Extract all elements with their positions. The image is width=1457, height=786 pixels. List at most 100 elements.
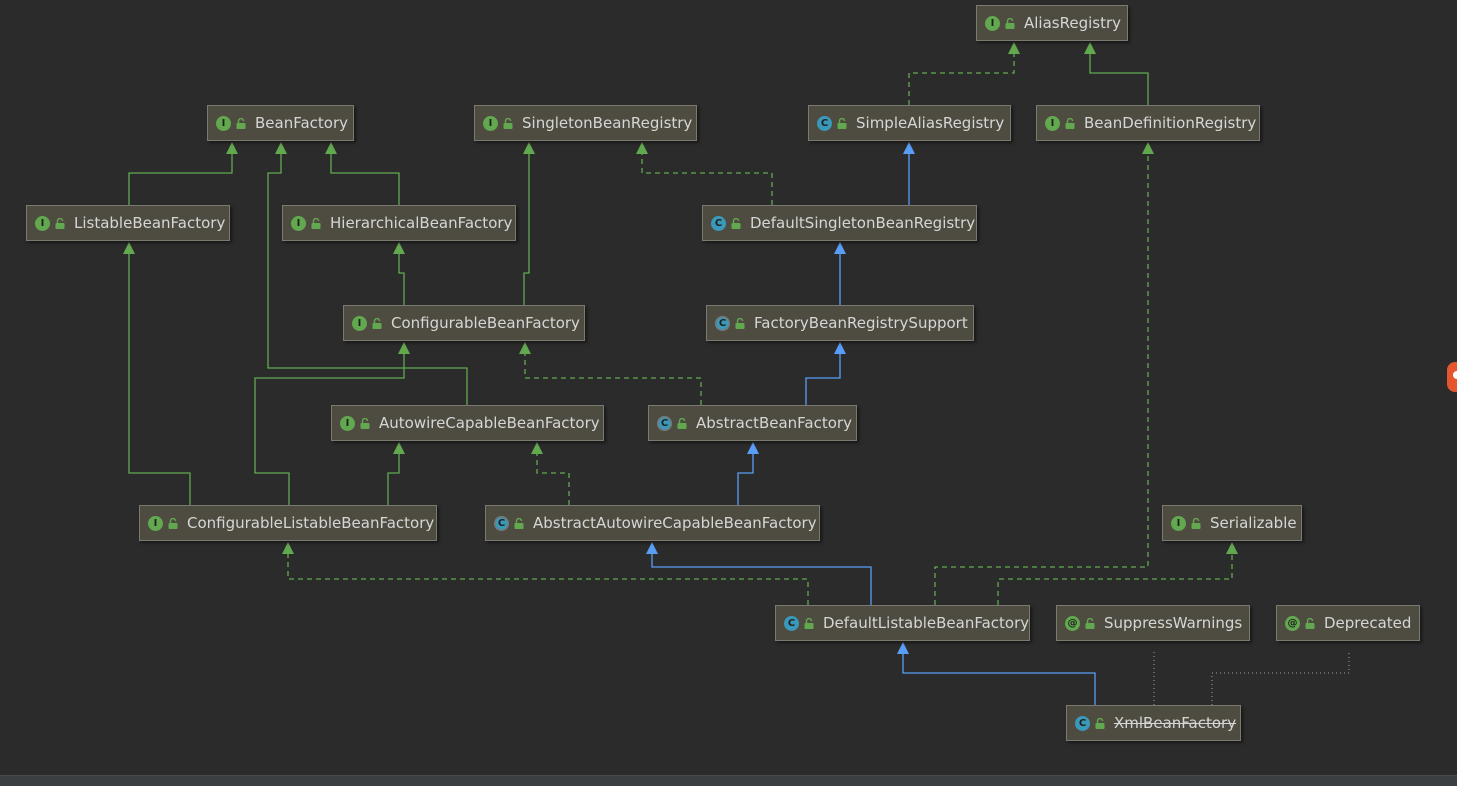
arrowhead-singleton-bean-registry (636, 142, 648, 154)
unlocked-padlock-icon (804, 617, 814, 629)
notification-badge-icon[interactable] (1447, 362, 1457, 392)
node-label: HierarchicalBeanFactory (330, 214, 513, 232)
node-label: Deprecated (1324, 614, 1412, 632)
abstract-kind-icon: C (494, 515, 509, 531)
node-configurable-bean-factory[interactable]: I ConfigurableBeanFactory (343, 305, 585, 341)
node-label: SimpleAliasRegistry (856, 114, 1005, 132)
node-hierarchical-bean-factory[interactable]: I HierarchicalBeanFactory (282, 205, 516, 241)
class-kind-icon: C (817, 115, 832, 131)
interface-kind-icon: I (340, 415, 355, 431)
arrowhead-configurable-listable-bean-factory (282, 542, 294, 554)
node-label: SingletonBeanRegistry (522, 114, 693, 132)
node-label: Serializable (1210, 514, 1297, 532)
unlocked-padlock-icon (1005, 17, 1015, 29)
annotation-kind-icon: @ (1065, 615, 1080, 631)
edge-simple-alias-registry-to-alias-registry (908, 52, 1015, 105)
unlocked-padlock-icon (1305, 617, 1315, 629)
edge-xml-bean-factory-to-deprecated (1211, 652, 1350, 705)
unlocked-padlock-icon (503, 117, 513, 129)
node-label: DefaultListableBeanFactory (823, 614, 1030, 632)
abstract-kind-icon: C (715, 315, 730, 331)
arrowhead-configurable-bean-factory (398, 342, 410, 354)
node-label: BeanFactory (255, 114, 349, 132)
arrowhead-bean-definition-registry (1142, 142, 1154, 154)
node-autowire-capable-bean-factory[interactable]: I AutowireCapableBeanFactory (331, 405, 604, 441)
interface-kind-icon: I (148, 515, 163, 531)
edge-abstract-bean-factory-to-factory-bean-registry-support (805, 352, 841, 405)
arrowhead-alias-registry (1084, 42, 1096, 54)
node-abstract-bean-factory[interactable]: C AbstractBeanFactory (648, 405, 857, 441)
node-simple-alias-registry[interactable]: C SimpleAliasRegistry (808, 105, 1011, 141)
arrowhead-default-singleton-bean-registry (834, 242, 846, 254)
interface-kind-icon: I (291, 215, 306, 231)
interface-kind-icon: I (985, 15, 1000, 31)
interface-kind-icon: I (483, 115, 498, 131)
unlocked-padlock-icon (1065, 117, 1075, 129)
edge-abstract-autowire-capable-bean-factory-to-autowire-capable-bean-factory (536, 452, 570, 505)
node-xml-bean-factory[interactable]: C XmlBeanFactory (1066, 705, 1241, 741)
arrowhead-default-listable-bean-factory (897, 642, 909, 654)
edge-bean-definition-registry-to-alias-registry (1089, 52, 1149, 105)
edge-configurable-bean-factory-to-hierarchical-bean-factory (398, 252, 405, 305)
edge-default-listable-bean-factory-to-serializable (997, 552, 1233, 605)
arrowhead-listable-bean-factory (123, 242, 135, 254)
node-bean-factory[interactable]: I BeanFactory (207, 105, 354, 141)
edge-configurable-listable-bean-factory-to-autowire-capable-bean-factory (387, 452, 400, 505)
node-label: DefaultSingletonBeanRegistry (750, 214, 976, 232)
annotation-kind-icon: @ (1285, 615, 1300, 631)
edge-abstract-autowire-capable-bean-factory-to-abstract-bean-factory (737, 452, 754, 505)
unlocked-padlock-icon (735, 317, 745, 329)
arrowhead-singleton-bean-registry (523, 142, 535, 154)
unlocked-padlock-icon (677, 417, 687, 429)
node-bean-definition-registry[interactable]: I BeanDefinitionRegistry (1036, 105, 1260, 141)
node-factory-bean-registry-support[interactable]: C FactoryBeanRegistrySupport (706, 305, 974, 341)
unlocked-padlock-icon (514, 517, 524, 529)
node-label: AbstractAutowireCapableBeanFactory (533, 514, 817, 532)
unlocked-padlock-icon (168, 517, 178, 529)
unlocked-padlock-icon (1191, 517, 1201, 529)
class-kind-icon: C (784, 615, 799, 631)
interface-kind-icon: I (352, 315, 367, 331)
edge-default-listable-bean-factory-to-configurable-listable-bean-factory (287, 552, 809, 605)
arrowhead-bean-factory (275, 142, 287, 154)
edge-configurable-bean-factory-to-singleton-bean-registry (523, 152, 530, 305)
interface-kind-icon: I (216, 115, 231, 131)
unlocked-padlock-icon (236, 117, 246, 129)
node-configurable-listable-bean-factory[interactable]: I ConfigurableListableBeanFactory (139, 505, 437, 541)
unlocked-padlock-icon (55, 217, 65, 229)
node-label: AutowireCapableBeanFactory (379, 414, 600, 432)
node-singleton-bean-registry[interactable]: I SingletonBeanRegistry (474, 105, 697, 141)
arrowhead-factory-bean-registry-support (834, 342, 846, 354)
node-label: ConfigurableBeanFactory (391, 314, 580, 332)
arrowhead-autowire-capable-bean-factory (393, 442, 405, 454)
edge-autowire-capable-bean-factory-to-bean-factory (267, 152, 468, 405)
abstract-kind-icon: C (657, 415, 672, 431)
status-bar (0, 775, 1457, 786)
node-deprecated[interactable]: @ Deprecated (1276, 605, 1420, 641)
node-label: XmlBeanFactory (1114, 714, 1237, 732)
arrowhead-abstract-autowire-capable-bean-factory (646, 542, 658, 554)
node-label: BeanDefinitionRegistry (1084, 114, 1257, 132)
node-label: AbstractBeanFactory (696, 414, 852, 432)
class-kind-icon: C (1075, 715, 1090, 731)
unlocked-padlock-icon (731, 217, 741, 229)
node-label: ConfigurableListableBeanFactory (187, 514, 435, 532)
arrowhead-bean-factory (226, 142, 238, 154)
unlocked-padlock-icon (311, 217, 321, 229)
interface-kind-icon: I (1045, 115, 1060, 131)
arrowhead-serializable (1226, 542, 1238, 554)
arrowhead-alias-registry (1008, 42, 1020, 54)
node-label: FactoryBeanRegistrySupport (754, 314, 968, 332)
node-abstract-autowire-capable-bean-factory[interactable]: C AbstractAutowireCapableBeanFactory (485, 505, 820, 541)
unlocked-padlock-icon (1095, 717, 1105, 729)
edge-abstract-bean-factory-to-configurable-bean-factory (524, 352, 702, 405)
node-default-listable-bean-factory[interactable]: C DefaultListableBeanFactory (775, 605, 1030, 641)
edge-default-singleton-bean-registry-to-singleton-bean-registry (641, 152, 773, 205)
node-suppress-warnings[interactable]: @SuppressWarnings (1056, 605, 1250, 641)
node-default-singleton-bean-registry[interactable]: C DefaultSingletonBeanRegistry (702, 205, 977, 241)
class-kind-icon: C (711, 215, 726, 231)
unlocked-padlock-icon (837, 117, 847, 129)
